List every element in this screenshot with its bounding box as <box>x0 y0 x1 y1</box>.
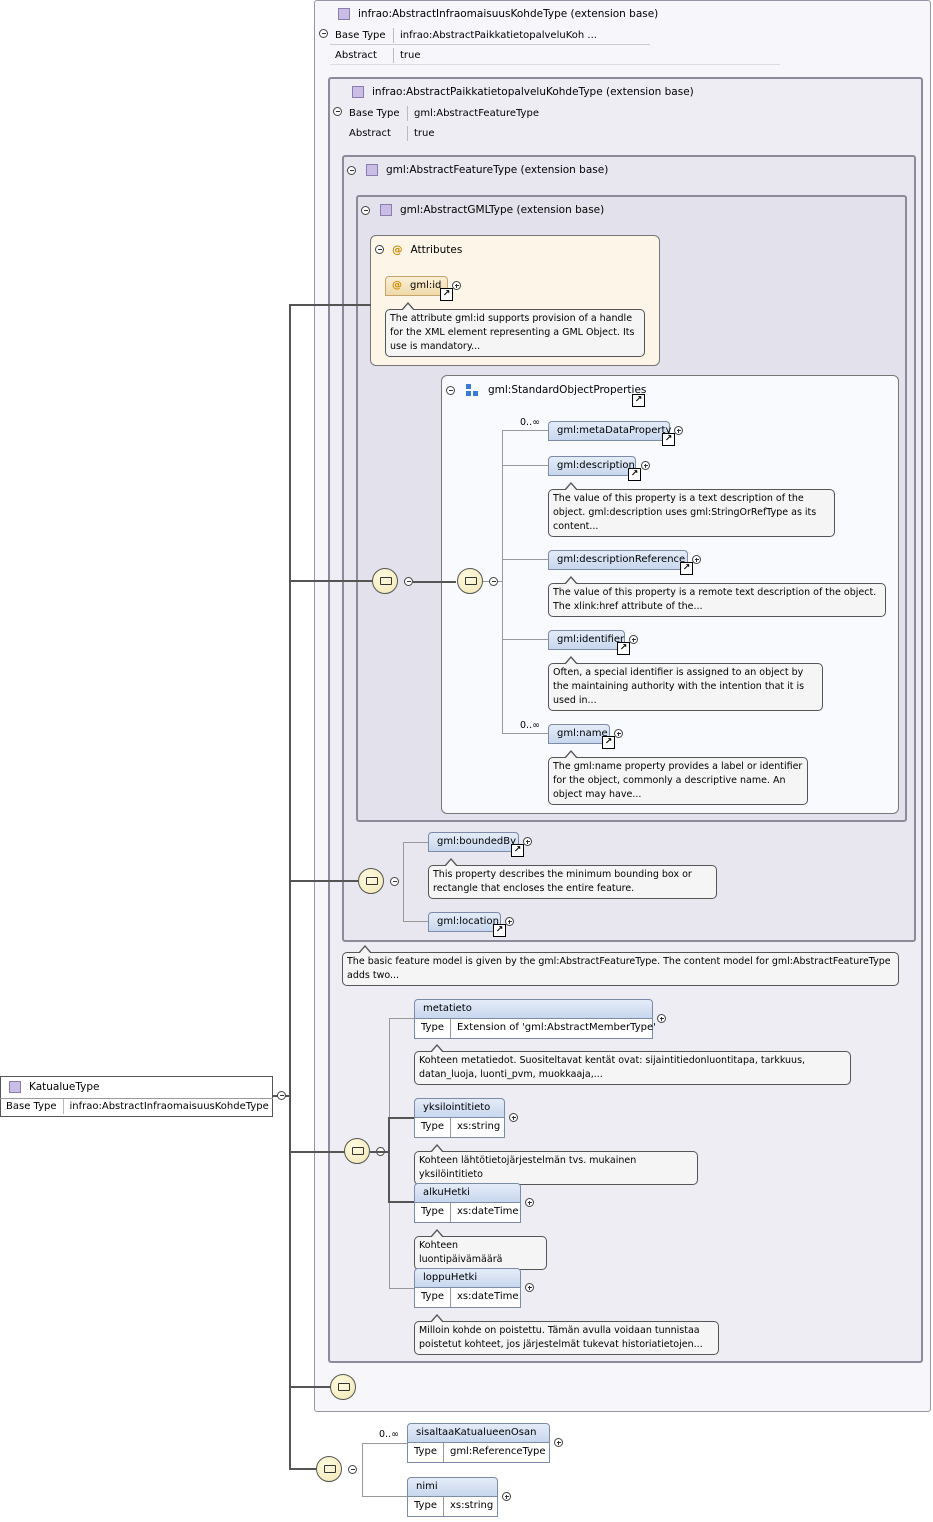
descriptionreference-doc: The value of this property is a remote t… <box>548 576 886 617</box>
yksilointitieto-doc: Kohteen lähtötietojärjestelmän tvs. muka… <box>414 1144 698 1185</box>
complex-type-icon <box>380 204 392 216</box>
element-loppuhetki[interactable]: loppuHetki <box>414 1268 521 1288</box>
element-gml-descriptionreference[interactable]: gml:descriptionReference <box>548 550 693 575</box>
expand-name-icon[interactable] <box>614 729 623 738</box>
level1-base-type-value: infrao:AbstractPaikkatietopalveluKoh ... <box>400 30 597 41</box>
loppuhetki-doc: Milloin kohde on poistettu. Tämän avulla… <box>414 1314 719 1355</box>
level2-abstract-row: Abstract true <box>343 126 441 141</box>
attributes-title: Attributes <box>410 244 463 256</box>
level1-header: infrao:AbstractInfraomaisuusKohdeType (e… <box>338 8 658 20</box>
root-header: KatualueType <box>9 1081 100 1093</box>
level3-header: gml:AbstractFeatureType (extension base) <box>366 164 608 176</box>
expand-sisaltaa-icon[interactable] <box>554 1438 563 1447</box>
collapse-level1-icon[interactable] <box>319 29 328 38</box>
attributes-header: @ Attributes <box>392 244 462 256</box>
complex-type-icon <box>9 1081 21 1093</box>
sisaltaa-multiplicity: 0..∞ <box>379 1429 399 1440</box>
boundedby-doc: This property describes the minimum boun… <box>428 858 717 899</box>
standard-props-header: gml:StandardObjectProperties <box>466 384 646 396</box>
level2-title: infrao:AbstractPaikkatietopalveluKohdeTy… <box>372 86 694 98</box>
root-name: KatualueType <box>29 1081 100 1093</box>
group-icon <box>466 384 478 396</box>
expand-description-icon[interactable] <box>641 461 650 470</box>
element-gml-location[interactable]: gml:location <box>428 912 506 937</box>
complex-type-icon <box>352 86 364 98</box>
expand-boundedby-icon[interactable] <box>523 837 532 846</box>
level1-abstract-value: true <box>400 50 421 61</box>
attribute-icon: @ <box>392 280 402 291</box>
level4-title: gml:AbstractGMLType (extension base) <box>400 204 605 216</box>
collapse-attributes-icon[interactable] <box>375 245 384 254</box>
collapse-sequence-gml-icon[interactable] <box>404 577 413 586</box>
metadata-multiplicity: 0..∞ <box>520 417 540 428</box>
level4-header: gml:AbstractGMLType (extension base) <box>380 204 604 216</box>
element-gml-metadataproperty[interactable]: gml:metaDataProperty <box>548 421 675 446</box>
collapse-level2-icon[interactable] <box>333 107 342 116</box>
root-base-type-row: Base Type infrao:AbstractInfraomaisuusKo… <box>0 1098 273 1114</box>
standard-props-title: gml:StandardObjectProperties <box>488 384 647 396</box>
expand-metatieto-icon[interactable] <box>657 1014 666 1023</box>
collapse-standard-props-icon[interactable] <box>446 386 455 395</box>
description-doc: The value of this property is a text des… <box>548 482 835 537</box>
level1-base-type-row: Base Type infrao:AbstractPaikkatietopalv… <box>329 28 603 43</box>
sequence-katualue-icon[interactable] <box>316 1456 342 1482</box>
expand-loppuhetki-icon[interactable] <box>525 1283 534 1292</box>
expand-descriptionreference-icon[interactable] <box>692 555 701 564</box>
level1-abstract-row: Abstract true <box>329 48 427 63</box>
expand-metadataproperty-icon[interactable] <box>674 426 683 435</box>
collapse-sequence-katualue-icon[interactable] <box>348 1465 357 1474</box>
sequence-standard-props-icon[interactable] <box>457 568 483 594</box>
sequence-feature-icon[interactable] <box>358 868 384 894</box>
element-nimi[interactable]: nimi <box>407 1477 498 1497</box>
collapse-root-icon[interactable] <box>277 1091 286 1100</box>
collapse-sequence-feature-icon[interactable] <box>390 877 399 886</box>
complex-type-icon <box>338 8 350 20</box>
root-base-type-value: infrao:AbstractInfraomaisuusKohdeType <box>69 1101 269 1112</box>
gml-id-doc: The attribute gml:id supports provision … <box>385 302 645 357</box>
root-katualue-type[interactable] <box>0 1076 273 1117</box>
sequence-infra-icon[interactable] <box>344 1138 370 1164</box>
sequence-infraomaisuus-icon[interactable] <box>330 1374 356 1400</box>
expand-yksilointitieto-icon[interactable] <box>509 1113 518 1122</box>
expand-alkuhetki-icon[interactable] <box>525 1198 534 1207</box>
attribute-gml-id[interactable]: @gml:id <box>385 276 453 301</box>
identifier-doc: Often, a special identifier is assigned … <box>548 656 823 711</box>
name-multiplicity: 0..∞ <box>520 720 540 731</box>
element-yksilointitieto[interactable]: yksilointitieto <box>414 1098 505 1118</box>
element-alkuhetki[interactable]: alkuHetki <box>414 1183 521 1203</box>
expand-nimi-icon[interactable] <box>502 1492 511 1501</box>
element-gml-identifier[interactable]: gml:identifier <box>548 630 630 655</box>
expand-gml-id-icon[interactable] <box>452 281 461 290</box>
expand-location-icon[interactable] <box>505 917 514 926</box>
abstract-feature-doc: The basic feature model is given by the … <box>342 945 899 986</box>
level2-base-type-row: Base Type gml:AbstractFeatureType <box>343 106 545 121</box>
alkuhetki-doc: Kohteen luontipäivämäärä <box>414 1229 547 1270</box>
level2-header: infrao:AbstractPaikkatietopalveluKohdeTy… <box>352 86 694 98</box>
level1-title: infrao:AbstractInfraomaisuusKohdeType (e… <box>358 8 659 20</box>
element-metatieto[interactable]: metatieto <box>414 999 653 1019</box>
sequence-gml-type-icon[interactable] <box>372 568 398 594</box>
element-sisaltaakatualueenosan[interactable]: sisaltaaKatualueenOsan <box>407 1423 550 1443</box>
level2-base-type-value: gml:AbstractFeatureType <box>414 108 539 119</box>
level2-abstract-value: true <box>414 128 435 139</box>
name-doc: The gml:name property provides a label o… <box>548 750 808 805</box>
metatieto-doc: Kohteen metatiedot. Suositeltavat kentät… <box>414 1044 851 1085</box>
complex-type-icon <box>366 164 378 176</box>
element-gml-name[interactable]: gml:name <box>548 724 615 749</box>
attribute-icon: @ <box>392 244 403 256</box>
collapse-level4-icon[interactable] <box>361 206 370 215</box>
expand-identifier-icon[interactable] <box>629 635 638 644</box>
group-ref-icon[interactable]: ↗ <box>632 394 645 407</box>
level3-title: gml:AbstractFeatureType (extension base) <box>386 164 609 176</box>
element-gml-boundedby[interactable]: gml:boundedBy <box>428 832 524 857</box>
element-gml-description[interactable]: gml:description <box>548 456 641 481</box>
collapse-sequence-standard-icon[interactable] <box>489 577 498 586</box>
collapse-level3-icon[interactable] <box>347 166 356 175</box>
